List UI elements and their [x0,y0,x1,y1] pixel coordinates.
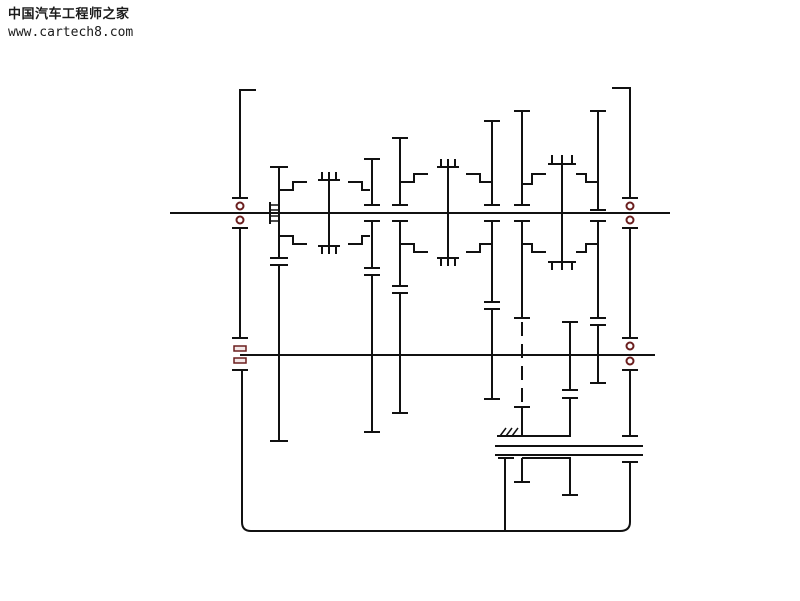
gear-pair-6 [590,110,606,384]
gear-hub [348,181,370,191]
bearing-roller [233,345,247,352]
bearing-ball [235,201,245,211]
housing-right-top [612,87,631,198]
housing [239,87,631,532]
gear-pair-2 [364,158,380,433]
gear-hub [522,173,546,185]
gear-hub [348,235,370,245]
output-gear [514,458,523,483]
reverse-counter [562,321,578,399]
gear-hub [466,173,492,183]
synchronizer-2 [437,159,492,266]
shafts [170,212,670,456]
gear-hub [576,173,598,183]
idler-link [521,398,571,437]
input-clutch [269,166,307,442]
synchronizer-1 [318,172,370,254]
bearing-ball [625,341,635,351]
output-gear [522,457,571,495]
watermark-site-name: 中国汽车工程师之家 [8,7,130,22]
ground-hatch [511,427,519,437]
clutch-arm [279,181,307,191]
gear-hub [522,243,546,253]
gear-pair-4 [484,120,500,400]
ground-hatch [499,427,507,437]
housing-left-top [239,89,256,198]
gear-hub [400,173,428,183]
bearing-ball [625,356,635,366]
clutch-arm [279,235,307,245]
bearings [232,197,638,371]
gear-hub [576,243,598,253]
gear-hub [466,243,492,253]
bearing-ball [235,215,245,225]
bearing-roller [233,357,247,364]
gear-hub [400,243,428,253]
watermark-site-url: www.cartech8.com [8,25,134,40]
bearing-ball [625,201,635,211]
gear-pair-5 [497,110,571,437]
bearing-ball [625,215,635,225]
gear-pair-3 [392,137,428,414]
ground-hatch [505,427,513,437]
synchronizer-3 [548,155,598,270]
output-transfer [498,435,638,496]
housing-bottom [241,370,631,532]
watermark: 中国汽车工程师之家 www.cartech8.com [8,6,133,42]
